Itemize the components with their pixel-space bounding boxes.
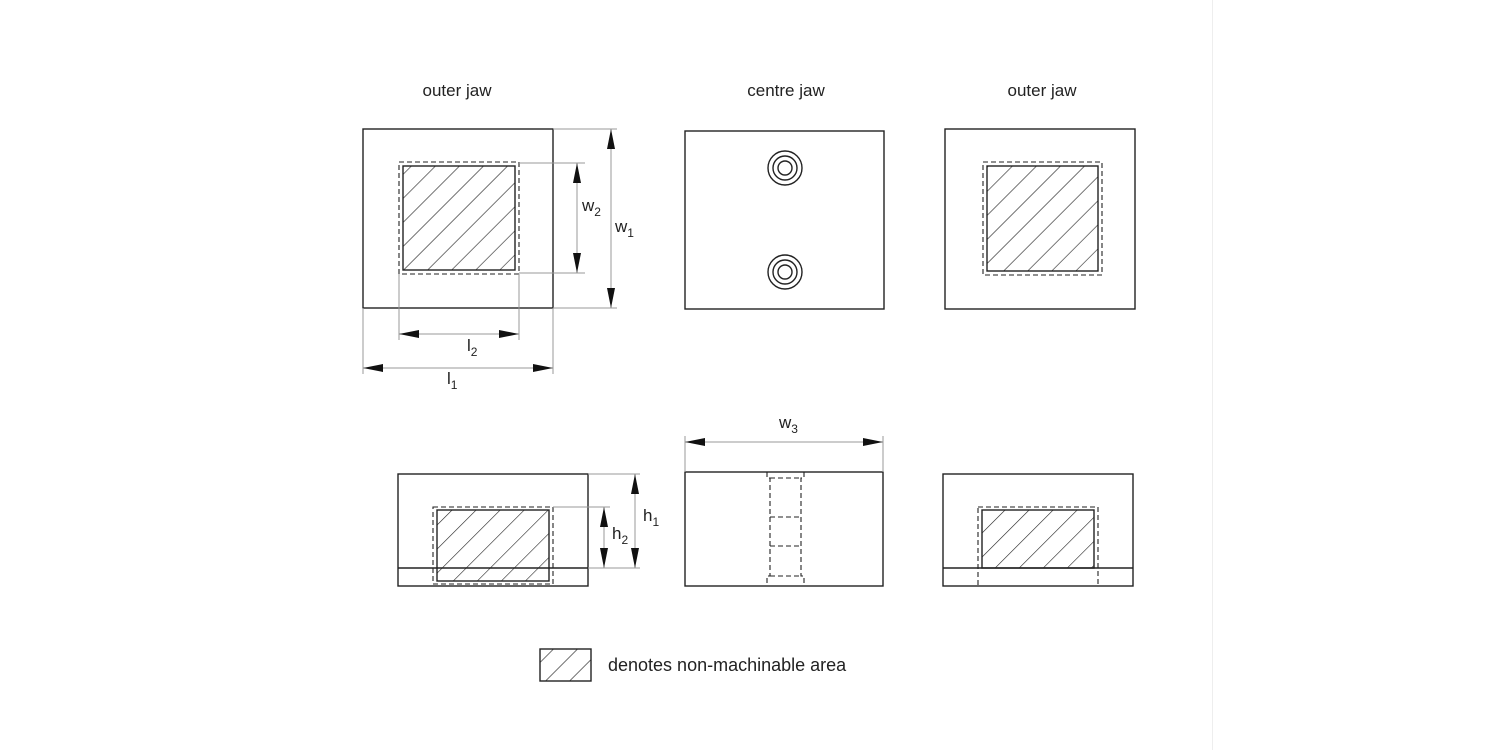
legend: denotes non-machinable area [539,648,847,682]
label-w2: w2 [581,196,601,219]
label-w1: w1 [614,217,634,240]
non-machinable-area [436,509,550,582]
page-edge-divider [1212,0,1213,750]
bolt-hole-top [767,150,803,186]
centre-jaw-side-view: w3 [684,413,884,587]
bolt-hole-bottom [767,254,803,290]
legend-hatch-swatch [539,648,592,682]
title-centre-jaw: centre jaw [747,81,825,100]
title-outer-jaw-right: outer jaw [1008,81,1078,100]
non-machinable-area [981,509,1095,569]
legend-text: denotes non-machinable area [608,655,847,675]
outer-jaw-left-side-view: h2 h1 [397,473,659,587]
non-machinable-area [402,165,516,271]
label-l1: l1 [447,369,458,392]
centre-jaw-top-view [684,130,885,310]
label-l2: l2 [467,336,478,359]
outer-jaw-right-top-view [944,128,1136,310]
non-machinable-area [986,165,1099,272]
label-h2: h2 [612,524,628,547]
outer-jaw-left-top-view: w2 w1 l2 l1 [362,128,634,392]
title-outer-jaw-left: outer jaw [423,81,493,100]
outer-jaw-right-side-view [942,473,1134,587]
label-w3: w3 [778,413,798,436]
label-h1: h1 [643,506,659,529]
